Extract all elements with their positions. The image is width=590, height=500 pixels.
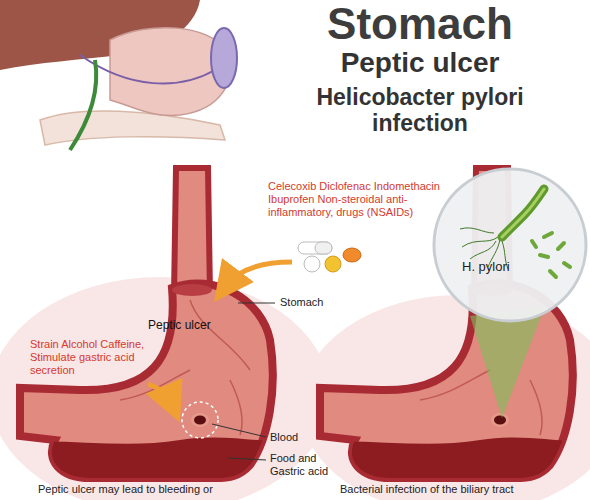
subtitle: Peptic ulcer	[295, 48, 545, 79]
cause-note: Celecoxib Diclofenac Indomethacin Ibupro…	[268, 180, 440, 220]
nsaid-pills	[325, 256, 341, 272]
leader-lines	[212, 424, 266, 437]
magnifier-outline	[540, 255, 548, 257]
subtitle: Helicobacter pylori infection	[295, 84, 545, 137]
stomach-left	[0, 168, 300, 500]
stomach-right	[494, 416, 506, 425]
magnifier-outline	[470, 241, 496, 259]
upper-abdominal-organs	[70, 60, 96, 150]
part-label: Blood	[270, 431, 320, 444]
main-title: Stomach	[295, 0, 545, 48]
upper-abdominal-organs	[211, 28, 237, 88]
upper-abdominal-organs	[80, 55, 215, 84]
stomach-left	[230, 380, 242, 435]
nsaid-pills	[298, 242, 361, 272]
nsaid-pills	[343, 248, 361, 262]
nsaid-pills	[304, 256, 320, 272]
magnifier-outline	[558, 243, 564, 249]
upper-abdominal-organs	[0, 0, 237, 150]
magnifier-outline	[434, 169, 586, 321]
cause-arrows	[226, 262, 292, 286]
part-label: Peptic ulcer	[148, 318, 228, 332]
stomach-right	[300, 437, 590, 500]
magnifier-outline	[502, 189, 544, 237]
upper-abdominal-organs	[40, 111, 225, 145]
magnifier-outline	[532, 233, 570, 277]
magnifier-outline	[432, 167, 588, 323]
stomach-left	[172, 284, 212, 296]
part-label: Food and Gastric acid	[270, 452, 340, 478]
leader-lines	[212, 303, 275, 460]
magnifier-outline	[532, 241, 536, 247]
stomach-right	[300, 370, 590, 500]
caption-text: Bacterial infection of the biliary tract	[340, 483, 585, 496]
magnifier-outline	[544, 233, 552, 237]
cause-note: Strain Alcohol Caffeine, Stimulate gastr…	[30, 338, 168, 378]
stomach-left	[191, 413, 209, 427]
stomach-right	[470, 306, 545, 418]
node-text: H. pylori	[462, 259, 510, 275]
stomach-right	[530, 380, 542, 435]
stomach-left	[182, 402, 218, 438]
stomach-left	[0, 300, 300, 500]
nsaid-pills	[298, 242, 332, 254]
magnifier-circle: H. pylori	[432, 167, 588, 323]
magnifier-outline	[502, 189, 544, 237]
magnifier-outline	[550, 271, 556, 277]
leader-lines	[238, 303, 275, 304]
cause-arrows	[148, 384, 172, 404]
magnifier-outline	[564, 263, 570, 267]
part-label: Stomach	[280, 296, 340, 309]
cause-arrows	[148, 262, 292, 404]
nsaid-pills	[315, 242, 332, 254]
stomach-left	[190, 300, 250, 370]
magnifier-outline	[460, 228, 494, 233]
stomach-right	[420, 370, 490, 400]
stomach-left	[194, 416, 206, 425]
stomach-left	[174, 168, 210, 296]
leader-lines	[228, 458, 266, 460]
stomach-right	[491, 413, 509, 427]
caption-text: Peptic ulcer may lead to bleeding or	[38, 483, 308, 496]
